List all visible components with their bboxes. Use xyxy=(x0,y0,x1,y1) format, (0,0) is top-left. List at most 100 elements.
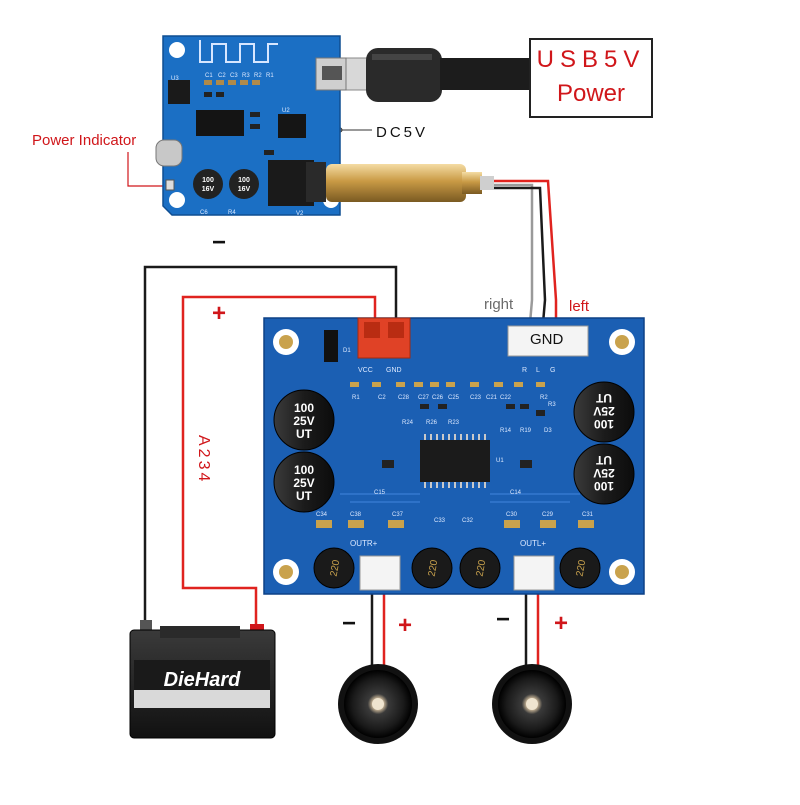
svg-text:C31: C31 xyxy=(582,512,594,518)
svg-text:OUTL+: OUTL+ xyxy=(520,539,546,548)
svg-text:R19: R19 xyxy=(520,428,532,434)
svg-text:100: 100 xyxy=(238,177,250,184)
amp-capacitor-3: 100 25V UT xyxy=(573,381,635,443)
car-battery: DieHard xyxy=(129,620,276,739)
svg-text:R: R xyxy=(522,367,527,374)
svg-text:OUTR+: OUTR+ xyxy=(350,539,378,548)
svg-text:C2: C2 xyxy=(218,73,226,79)
svg-text:C22: C22 xyxy=(500,395,512,401)
speaker-left-minus-label: − xyxy=(496,606,511,633)
svg-text:16V: 16V xyxy=(202,186,215,193)
svg-text:R2: R2 xyxy=(254,73,262,79)
svg-text:R3: R3 xyxy=(242,73,250,79)
svg-text:R14: R14 xyxy=(500,428,512,434)
speaker-right xyxy=(338,664,418,744)
inductor-3: 220 xyxy=(459,547,501,589)
wire-gauge-label: A234 xyxy=(195,435,212,485)
audio-plug xyxy=(326,164,494,202)
bt-capacitor-1: 100 16V xyxy=(193,169,223,199)
svg-text:C3: C3 xyxy=(230,73,238,79)
svg-text:U2: U2 xyxy=(282,108,290,114)
svg-text:VCC: VCC xyxy=(358,367,373,374)
svg-text:C25: C25 xyxy=(448,395,460,401)
battery-plus-label: + xyxy=(212,300,227,327)
svg-text:R24: R24 xyxy=(402,420,414,426)
amp-capacitor-1: 100 25V UT xyxy=(273,389,335,451)
svg-text:C28: C28 xyxy=(398,395,410,401)
svg-text:220: 220 xyxy=(575,559,589,578)
battery-negative-wire xyxy=(143,265,398,625)
svg-text:GND: GND xyxy=(386,367,402,374)
svg-text:UT: UT xyxy=(296,427,313,441)
svg-text:R23: R23 xyxy=(448,420,460,426)
usb-power-title: USB5V xyxy=(536,46,646,73)
svg-text:25V: 25V xyxy=(593,404,614,418)
amp-capacitor-4: 100 25V UT xyxy=(573,443,635,505)
bt-capacitor-2: 100 16V xyxy=(229,169,259,199)
svg-text:220: 220 xyxy=(475,559,489,578)
svg-text:C14: C14 xyxy=(510,490,522,496)
svg-text:C30: C30 xyxy=(506,512,518,518)
svg-text:R3: R3 xyxy=(548,402,556,408)
svg-text:C6: C6 xyxy=(200,210,208,216)
svg-text:C33: C33 xyxy=(434,518,446,524)
power-indicator-leader xyxy=(127,152,166,187)
power-indicator-label: Power Indicator xyxy=(32,132,137,149)
svg-text:220: 220 xyxy=(427,559,441,578)
svg-text:UT: UT xyxy=(595,391,612,405)
usb-cable xyxy=(341,48,530,102)
svg-text:25V: 25V xyxy=(293,414,314,428)
inductor-1: 220 xyxy=(313,547,355,589)
svg-text:100: 100 xyxy=(294,463,314,477)
battery-minus-label: − xyxy=(212,229,227,256)
svg-text:25V: 25V xyxy=(593,466,614,480)
svg-text:C21: C21 xyxy=(486,395,498,401)
battery-positive-wire xyxy=(181,295,377,628)
svg-text:UT: UT xyxy=(595,453,612,467)
svg-text:U3: U3 xyxy=(171,76,179,82)
dc5v-label: DC5V xyxy=(376,124,429,141)
svg-text:C34: C34 xyxy=(316,512,328,518)
svg-text:25V: 25V xyxy=(293,476,314,490)
svg-text:R2: R2 xyxy=(540,395,548,401)
svg-text:100: 100 xyxy=(594,479,614,493)
svg-text:C32: C32 xyxy=(462,518,474,524)
svg-text:R4: R4 xyxy=(228,210,236,216)
svg-text:100: 100 xyxy=(294,401,314,415)
svg-text:U1: U1 xyxy=(496,458,504,464)
svg-text:100: 100 xyxy=(594,417,614,431)
svg-text:C23: C23 xyxy=(470,395,482,401)
svg-text:C29: C29 xyxy=(542,512,554,518)
svg-text:G: G xyxy=(550,367,555,374)
svg-text:C27: C27 xyxy=(418,395,430,401)
svg-text:C38: C38 xyxy=(350,512,362,518)
svg-text:R1: R1 xyxy=(352,395,360,401)
usb-power-label-box: USB5V Power xyxy=(529,38,653,118)
gnd-label: GND xyxy=(530,331,564,348)
bluetooth-board: 100 16V 100 16V U3 C1 C2 C3 R3 R2 R1 U2 … xyxy=(155,35,347,217)
speaker-right-minus-label: − xyxy=(342,610,357,637)
speaker-left-plus-label: + xyxy=(554,610,569,637)
amp-capacitor-2: 100 25V UT xyxy=(273,451,335,513)
svg-text:R26: R26 xyxy=(426,420,438,426)
right-channel-label: right xyxy=(484,296,514,313)
svg-text:L: L xyxy=(536,367,540,374)
svg-text:100: 100 xyxy=(202,177,214,184)
svg-text:D1: D1 xyxy=(343,348,351,354)
svg-text:C26: C26 xyxy=(432,395,444,401)
inductor-4: 220 xyxy=(559,547,601,589)
usb-power-subtitle: Power xyxy=(556,80,626,107)
svg-text:C37: C37 xyxy=(392,512,404,518)
svg-text:UT: UT xyxy=(296,489,313,503)
speaker-left xyxy=(492,664,572,744)
svg-text:C15: C15 xyxy=(374,490,386,496)
inductor-2: 220 xyxy=(411,547,453,589)
svg-text:16V: 16V xyxy=(238,186,251,193)
svg-text:C1: C1 xyxy=(205,73,213,79)
amplifier-board: VCC GND L G R D1 R1 C2 C28 C27 C26 C25 C… xyxy=(263,317,645,595)
speaker-right-plus-label: + xyxy=(398,612,413,639)
svg-text:220: 220 xyxy=(329,559,343,578)
svg-text:D3: D3 xyxy=(544,428,552,434)
